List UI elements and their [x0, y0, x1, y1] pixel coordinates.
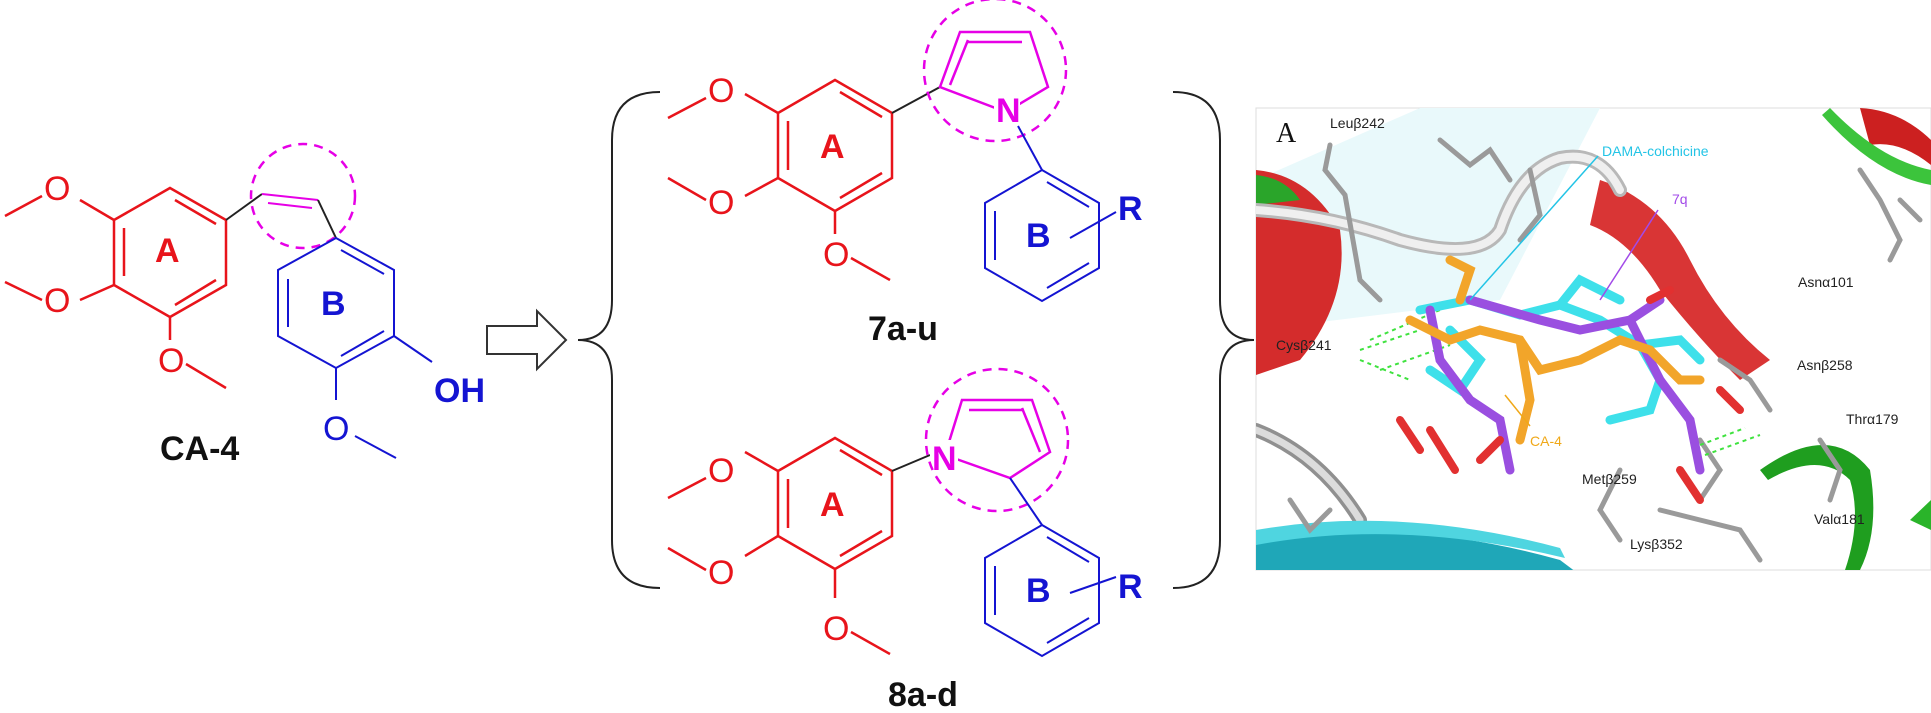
c7-ring-b-label: B [1026, 217, 1051, 255]
residue-label-thr179: Thrα179 [1846, 411, 1899, 427]
residue-label-leu242: Leuβ242 [1330, 115, 1385, 131]
ca4-alkene-highlight [249, 142, 357, 250]
ca4-methoxy-o-2: O [44, 282, 70, 320]
ca4-name: CA-4 [160, 430, 239, 468]
c7-methoxy-o-2: O [708, 184, 734, 222]
residue-label-cys241: Cysβ241 [1276, 337, 1332, 353]
ca4-structure: A O O O B OH O CA-4 [4, 142, 485, 468]
c7-pyrrole-highlight [922, 0, 1068, 143]
residue-label-val181: Valα181 [1814, 511, 1865, 527]
compound-8-structure: A O O O N B R 8a-d [667, 367, 1143, 713]
strand-green-right [1822, 108, 1931, 185]
c7-methoxy-o-1: O [708, 72, 734, 110]
helix-red-top [1860, 108, 1931, 165]
c8-methoxy-o-2: O [708, 554, 734, 592]
c7-name: 7a-u [868, 310, 938, 348]
ca4-ring-b-label: B [321, 285, 346, 323]
c7-pyrrole-n: N [996, 92, 1021, 130]
left-brace [577, 91, 661, 589]
compound-7-structure: A O O O N B R 7a-u [667, 0, 1143, 348]
ligand-label-ca4: CA-4 [1530, 433, 1562, 449]
design-arrow [486, 308, 568, 372]
residue-label-asn258: Asnβ258 [1797, 357, 1853, 373]
c8-name: 8a-d [888, 676, 958, 713]
residue-label-asn101: Asnα101 [1798, 274, 1854, 290]
ca4-ring-b-methoxy-o: O [323, 410, 349, 448]
c8-methoxy-o-3: O [823, 610, 849, 648]
residue-label-met259: Metβ259 [1582, 471, 1637, 487]
c8-r-group: R [1118, 568, 1143, 606]
c8-ring-b [984, 523, 1100, 658]
c7-r-group: R [1118, 190, 1143, 228]
docking-panel-letter: A [1276, 118, 1297, 149]
residue-label-lys352: Lysβ352 [1630, 536, 1683, 552]
strand-cyan [1256, 531, 1574, 570]
c8-pyrrole-n: N [932, 440, 957, 478]
ca4-methoxy-o-1: O [44, 170, 70, 208]
c8-methoxy-o-1: O [708, 452, 734, 490]
c8-ring-a-label: A [820, 486, 845, 524]
ligand-label-7q: 7q [1672, 191, 1688, 207]
c7-methoxy-o-3: O [823, 236, 849, 274]
ligand-label-dama-colchicine: DAMA-colchicine [1602, 143, 1709, 159]
c7-ring-a-label: A [820, 128, 845, 166]
docking-panel: A Leuβ242 Asnα101 Cysβ241 Asnβ258 Thrα17… [1255, 107, 1931, 571]
c8-ring-b-label: B [1026, 572, 1051, 610]
c8-pyrrole-ring [943, 398, 1052, 480]
ca4-ring-a-label: A [155, 232, 180, 270]
ca4-hydroxyl: OH [434, 372, 485, 410]
c7-ring-b [984, 168, 1100, 303]
helix-red-center [1590, 180, 1770, 380]
right-brace [1172, 91, 1255, 589]
ca4-methoxy-o-3: O [158, 342, 184, 380]
c8-pyrrole-highlight [924, 367, 1070, 513]
